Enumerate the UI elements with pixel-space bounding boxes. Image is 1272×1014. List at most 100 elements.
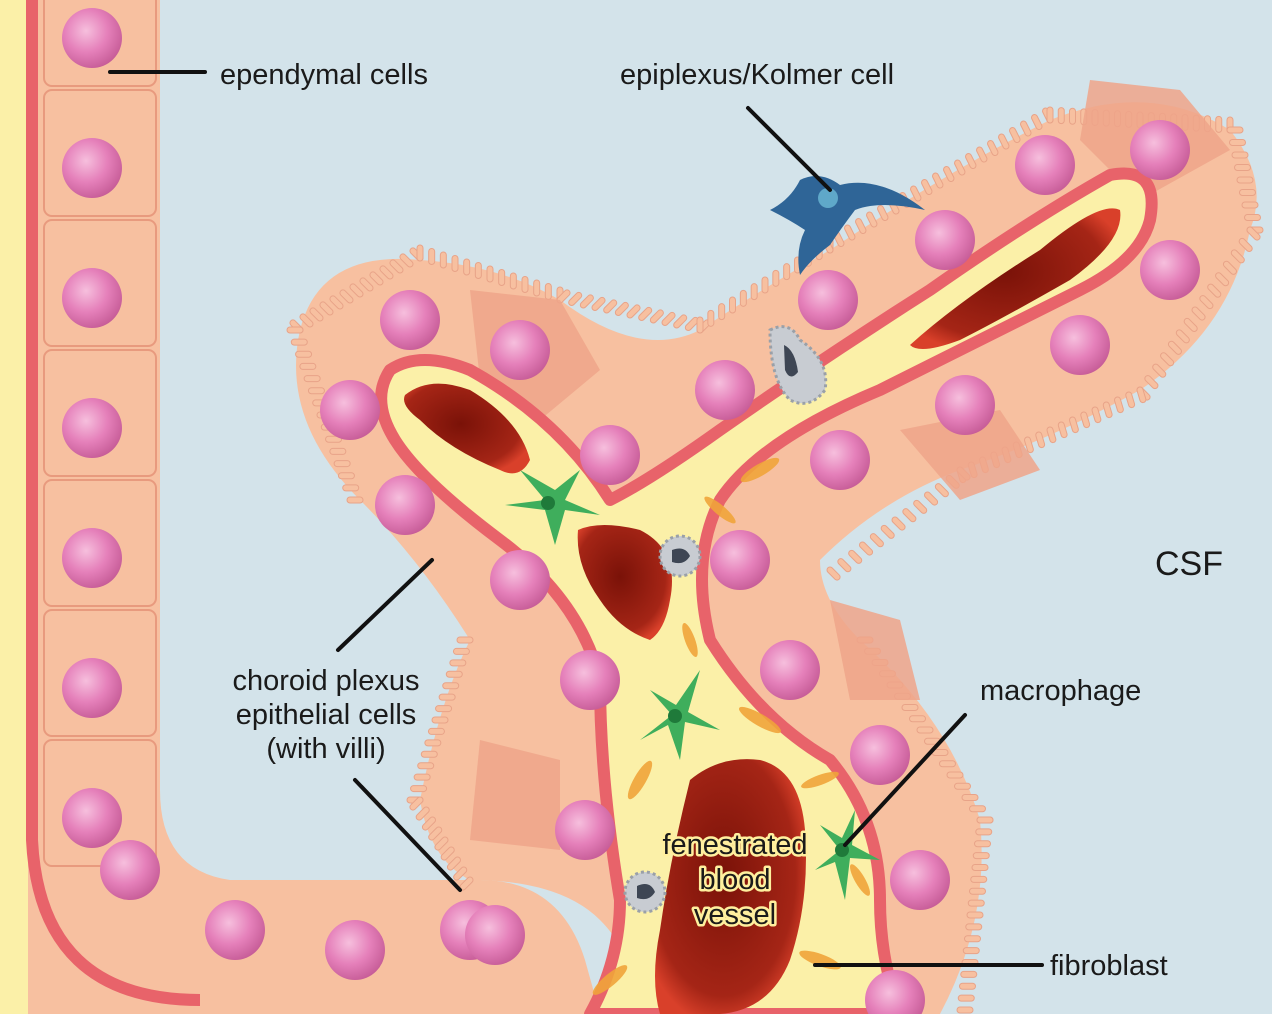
ependymal-cells-label: ependymal cells (220, 59, 428, 91)
epithelial-nucleus (890, 850, 950, 910)
microvillus (957, 1007, 973, 1013)
microvillus (697, 317, 703, 333)
microvillus (762, 277, 768, 293)
microvillus (961, 971, 977, 977)
microvillus (534, 280, 540, 296)
microvillus (436, 706, 452, 712)
microvillus (1230, 140, 1246, 146)
microvillus (971, 876, 987, 882)
microvillus (414, 774, 430, 780)
microvillus (338, 473, 354, 479)
epithelial-nucleus (850, 725, 910, 785)
choroid-label-line2: epithelial cells (236, 699, 417, 731)
microvillus (475, 263, 481, 279)
brain-tissue-left (0, 0, 28, 1014)
microvillus (1058, 108, 1064, 124)
ependymal-nucleus (325, 920, 385, 980)
microvillus (773, 270, 779, 286)
microvillus (432, 717, 448, 723)
microvillus (411, 786, 427, 792)
epithelial-nucleus (935, 375, 995, 435)
microvillus (708, 310, 714, 326)
epithelial-nucleus (810, 430, 870, 490)
microvillus (1227, 127, 1243, 133)
fibroblast-nucleus (541, 496, 555, 510)
vessel-label-line1: fenestrated (662, 829, 807, 861)
microvillus (1237, 177, 1253, 183)
microvillus (967, 912, 983, 918)
microvillus (453, 648, 469, 654)
microvillus (975, 841, 991, 847)
epithelial-nucleus (760, 640, 820, 700)
microvillus (965, 936, 981, 942)
microvillus (343, 485, 359, 491)
microvillus (958, 995, 974, 1001)
microvillus (446, 671, 462, 677)
microvillus (955, 783, 971, 789)
microvillus (972, 865, 988, 871)
microvillus (443, 683, 459, 689)
epithelial-nucleus (1015, 135, 1075, 195)
kolmer-cell-label: epiplexus/Kolmer cell (620, 59, 894, 91)
microvillus (334, 461, 350, 467)
epithelial-nucleus (375, 475, 435, 535)
microvillus (966, 924, 982, 930)
ependymal-nucleus (62, 658, 122, 718)
epithelial-nucleus (695, 360, 755, 420)
epithelial-nucleus (320, 380, 380, 440)
microvillus (418, 763, 434, 769)
ependymal-nucleus (62, 788, 122, 848)
microvillus (304, 376, 320, 382)
fibroblast-nucleus (668, 709, 682, 723)
microvillus (960, 983, 976, 989)
microvillus (730, 297, 736, 313)
microvillus (296, 351, 312, 357)
microvillus (287, 327, 303, 333)
microvillus (963, 948, 979, 954)
ependymal-nucleus (62, 8, 122, 68)
epithelial-nucleus (490, 550, 550, 610)
kolmer-cell-nucleus (818, 188, 838, 208)
microvillus (910, 716, 926, 722)
vessel-label-line3: vessel (694, 899, 776, 931)
ependymal-nucleus (62, 268, 122, 328)
microvillus (429, 249, 435, 265)
microvillus (425, 740, 441, 746)
microvillus (940, 761, 956, 767)
microvillus (947, 772, 963, 778)
macrophage-label: macrophage (980, 675, 1141, 707)
microvillus (1216, 116, 1222, 132)
microvillus (917, 727, 933, 733)
microvillus (962, 795, 978, 801)
choroid-label-line1: choroid plexus (233, 665, 420, 697)
ependymal-nucleus (62, 528, 122, 588)
microvillus (421, 751, 437, 757)
microvillus (970, 888, 986, 894)
fibroblast-label: fibroblast (1050, 950, 1168, 982)
microvillus (977, 817, 993, 823)
microvillus (1070, 108, 1076, 124)
epithelial-nucleus (465, 905, 525, 965)
microvillus (1245, 215, 1261, 221)
microvillus (464, 259, 470, 275)
microvillus (1232, 152, 1248, 158)
csf-label: CSF (1155, 545, 1223, 583)
microvillus (291, 339, 307, 345)
microvillus (1242, 202, 1258, 208)
microvillus (902, 705, 918, 711)
microvillus (308, 388, 324, 394)
microvillus (347, 497, 363, 503)
microvillus (1235, 165, 1251, 171)
microvillus (499, 270, 505, 286)
microvillus (1240, 190, 1256, 196)
microvillus (740, 290, 746, 306)
microvillus (417, 245, 423, 261)
vessel-label-line2: blood (700, 864, 771, 896)
microvillus (970, 806, 986, 812)
microvillus (440, 252, 446, 268)
microvillus (439, 694, 455, 700)
epithelial-nucleus (490, 320, 550, 380)
microvillus (330, 448, 346, 454)
epithelial-nucleus (580, 425, 640, 485)
